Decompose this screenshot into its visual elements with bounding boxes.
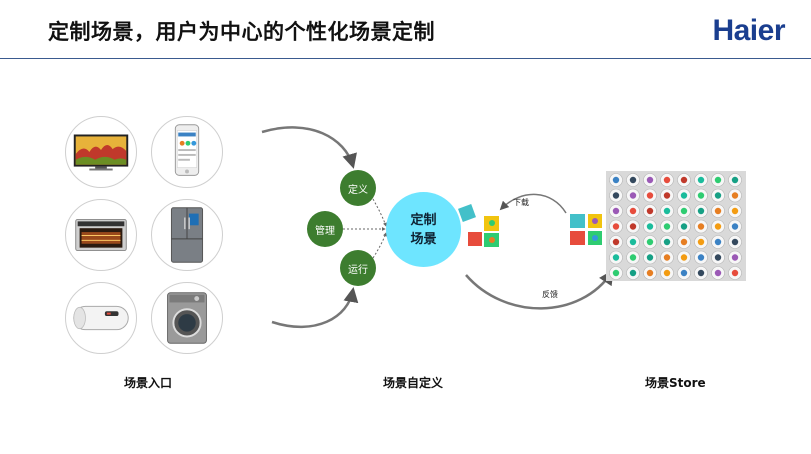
oven-icon	[65, 199, 137, 271]
arrow-top-curve	[261, 126, 357, 169]
feedback-arrow	[465, 269, 614, 310]
app-button-icon	[677, 204, 691, 218]
app-button-icon	[643, 266, 657, 280]
app-button-icon	[677, 250, 691, 265]
feedback-label: 反馈	[542, 290, 558, 299]
app-button-icon	[677, 219, 691, 234]
app-button-icon	[728, 266, 742, 280]
app-button-icon	[677, 188, 691, 203]
tv-icon	[65, 116, 137, 188]
app-button-icon	[728, 204, 742, 218]
app-button-icon	[711, 250, 725, 265]
section-label-entry: 场景入口	[124, 376, 173, 390]
refrigerator-icon	[151, 199, 223, 271]
app-button-icon	[626, 250, 640, 265]
header-divider	[0, 58, 811, 59]
app-button-icon	[728, 173, 742, 187]
app-button-icon	[728, 235, 742, 249]
app-button-icon	[626, 219, 640, 234]
app-button-icon	[626, 173, 640, 187]
washing-machine-icon	[151, 282, 223, 354]
app-button-icon	[711, 219, 725, 234]
app-button-icon	[626, 266, 640, 280]
app-button-icon	[643, 173, 657, 187]
app-button-icon	[660, 235, 674, 249]
page-title: 定制场景，用户为中心的个性化场景定制	[48, 20, 435, 44]
app-button-icon	[643, 188, 657, 203]
app-button-icon	[609, 204, 623, 218]
dotted-connector-define	[372, 198, 387, 227]
app-button-icon	[711, 173, 725, 187]
app-button-icon	[728, 188, 742, 203]
app-button-icon	[609, 250, 623, 265]
app-button-icon	[643, 235, 657, 249]
app-button-icon	[643, 204, 657, 218]
app-button-icon	[711, 266, 725, 280]
node-define: 定义	[340, 170, 376, 206]
app-button-icon	[694, 204, 708, 218]
app-button-icon	[694, 188, 708, 203]
app-button-icon	[609, 266, 623, 280]
app-button-icon	[609, 235, 623, 249]
app-button-icon	[609, 188, 623, 203]
download-label: 下载	[513, 198, 529, 207]
app-button-icon	[711, 188, 725, 203]
app-button-icon	[643, 250, 657, 265]
app-button-icon	[660, 173, 674, 187]
app-button-icon	[728, 219, 742, 234]
app-button-icon	[694, 266, 708, 280]
app-button-icon	[660, 204, 674, 218]
app-button-icon	[711, 235, 725, 249]
app-button-icon	[694, 173, 708, 187]
app-button-icon	[609, 219, 623, 234]
dotted-connector-run	[372, 232, 387, 259]
app-button-icon	[609, 173, 623, 187]
puzzle-icon	[570, 214, 602, 245]
app-button-icon	[677, 235, 691, 249]
app-button-icon	[660, 250, 674, 265]
water-heater-icon	[65, 282, 137, 354]
center-node-line2: 场景	[410, 231, 437, 247]
phone-icon	[151, 116, 223, 188]
app-button-icon	[694, 250, 708, 265]
section-label-store: 场景Store	[645, 376, 706, 390]
app-button-icon	[694, 235, 708, 249]
app-button-icon	[660, 266, 674, 280]
app-button-icon	[677, 173, 691, 187]
app-grid-icon	[606, 171, 746, 281]
app-button-icon	[660, 219, 674, 234]
section-label-custom: 场景自定义	[383, 376, 444, 390]
app-button-icon	[626, 188, 640, 203]
node-run: 运行	[340, 250, 376, 286]
app-button-icon	[694, 219, 708, 234]
app-button-icon	[626, 235, 640, 249]
app-button-icon	[728, 250, 742, 265]
download-arrow	[499, 193, 567, 214]
haier-logo: Haier	[712, 14, 785, 47]
app-button-icon	[711, 204, 725, 218]
arrow-bottom-curve	[271, 287, 359, 329]
puzzle-icon	[458, 204, 499, 247]
app-button-icon	[677, 266, 691, 280]
center-node-line1: 定制	[410, 212, 437, 228]
app-button-icon	[660, 188, 674, 203]
node-manage: 管理	[307, 211, 343, 247]
app-button-icon	[626, 204, 640, 218]
center-node-custom-scene: 定制 场景	[386, 192, 461, 267]
app-button-icon	[643, 219, 657, 234]
